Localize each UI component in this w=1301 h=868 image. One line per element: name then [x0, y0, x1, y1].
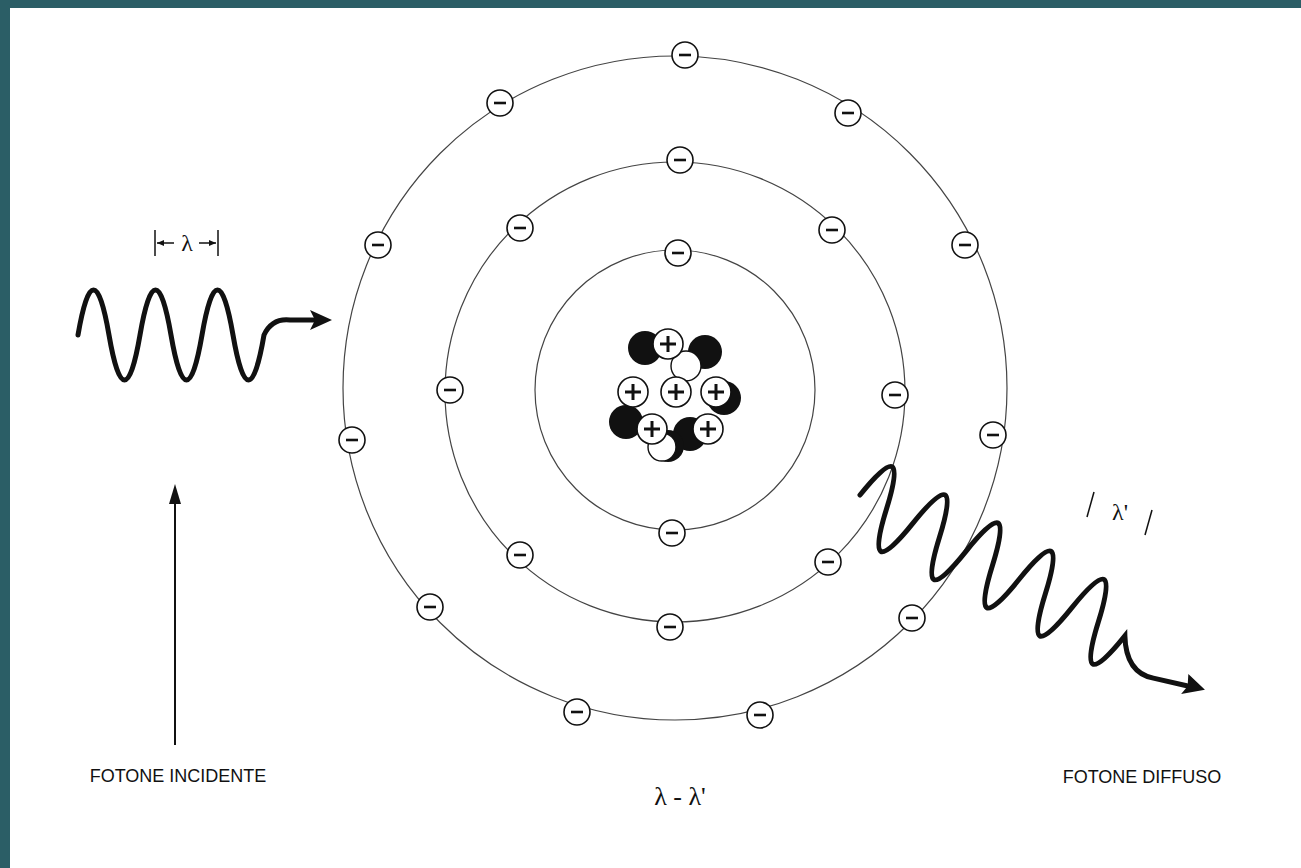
electron	[365, 232, 391, 258]
wavelength-relation: λ - λ'	[652, 783, 708, 812]
incident-photon	[78, 290, 332, 380]
electron	[657, 614, 683, 640]
arrowhead	[169, 484, 181, 504]
electron	[815, 549, 841, 575]
tick	[1145, 510, 1152, 535]
scattered-wave	[841, 460, 1212, 708]
wavelength-marker	[155, 230, 218, 256]
electron	[672, 42, 698, 68]
frame-left	[0, 0, 10, 868]
electron	[952, 232, 978, 258]
scattered-photon	[841, 460, 1228, 717]
electron	[507, 215, 533, 241]
wavelength-label: λ	[179, 230, 195, 256]
proton	[637, 414, 667, 444]
electron	[564, 699, 590, 725]
incident-pointer	[169, 484, 181, 745]
proton	[653, 329, 683, 359]
orbit	[535, 250, 815, 530]
proton	[693, 414, 723, 444]
electron	[437, 377, 463, 403]
electron	[882, 382, 908, 408]
tick	[217, 230, 219, 256]
electron	[747, 702, 773, 728]
electrons	[339, 42, 1006, 728]
pointer-line	[174, 500, 176, 745]
frame-top	[0, 0, 1301, 8]
proton	[701, 377, 731, 407]
electron	[665, 240, 691, 266]
wavelength-marker	[1087, 492, 1152, 535]
electron	[667, 147, 693, 173]
arrowhead	[310, 310, 332, 330]
arrowhead	[209, 240, 216, 246]
orbit	[343, 56, 1007, 720]
electron	[899, 605, 925, 631]
proton	[661, 377, 691, 407]
tick	[1087, 492, 1094, 517]
tick	[154, 230, 156, 256]
nucleus	[609, 329, 741, 462]
electron	[659, 520, 685, 546]
photon-label: FOTONE DIFFUSO	[1061, 768, 1224, 788]
photon-label: FOTONE INCIDENTE	[88, 767, 269, 787]
electron	[819, 217, 845, 243]
electron	[339, 427, 365, 453]
electron	[507, 542, 533, 568]
wavelength-label: λ'	[1110, 499, 1130, 525]
incident-wave	[78, 290, 316, 380]
electron	[487, 90, 513, 116]
arrowhead	[1178, 674, 1207, 703]
proton	[618, 377, 648, 407]
electron	[980, 422, 1006, 448]
arrowhead	[157, 240, 164, 246]
electron	[417, 594, 443, 620]
electron	[835, 100, 861, 126]
orbits	[343, 56, 1007, 720]
orbit	[445, 162, 905, 622]
